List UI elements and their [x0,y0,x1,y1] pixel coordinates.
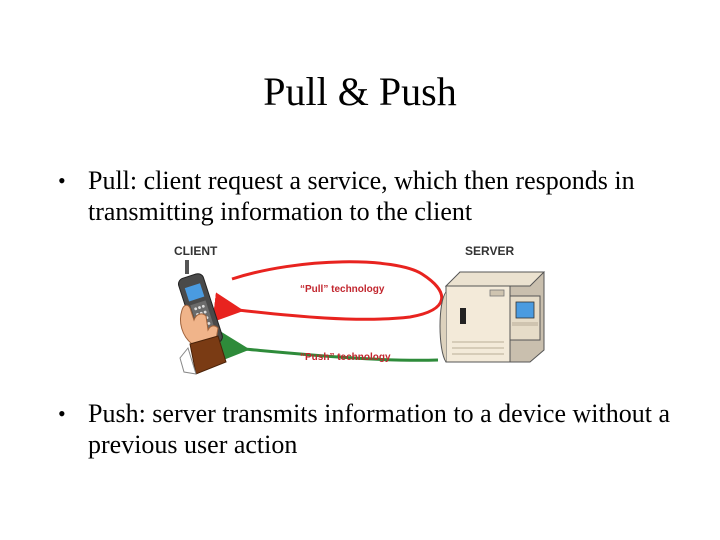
bullet-pull-text: Pull: client request a service, which th… [88,166,635,226]
server-computer-icon [439,271,546,363]
pull-technology-label: “Pull” technology [300,284,385,295]
diagram-svg: CLIENT SERVER “Pull” technology “Push” t… [174,244,546,375]
push-technology-label: “Push” technology [300,352,391,363]
pull-push-diagram: CLIENT SERVER “Pull” technology “Push” t… [160,232,560,392]
bullet-marker: • [58,401,66,426]
push-arrow [218,331,439,362]
pull-arrow [212,260,443,323]
cell-phone-in-hand-icon [178,260,227,375]
server-label: SERVER [465,244,514,258]
bullet-push-text: Push: server transmits information to a … [88,399,670,459]
slide-title: Pull & Push [263,69,457,114]
bullet-marker: • [58,168,66,193]
client-label: CLIENT [174,244,218,258]
